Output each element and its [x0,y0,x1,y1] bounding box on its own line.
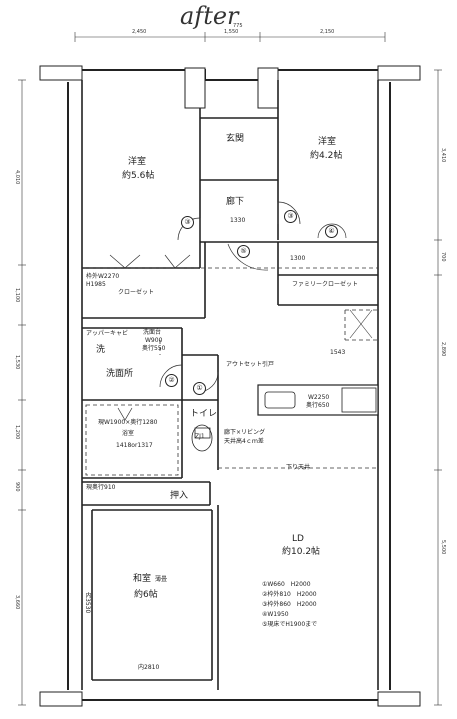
vanity-width: W900 [145,337,163,344]
dim-left-2: 1,100 [14,288,20,303]
legend-item: ①W660 H2000 [262,581,311,588]
dim-top-right: 2,150 [320,29,335,35]
door-legend: ①W660 H2000 ②枠外810 H2000 ③枠外860 H2000 ④W… [262,580,317,630]
kitchen-depth: 奥行650 [306,402,330,409]
ceiling-note-1: 廊下×リビング [224,429,266,436]
wash-label: 洗 [96,345,106,355]
door-number-4: ④ [325,225,338,238]
legend-item: ③枠外860 H2000 [262,601,317,608]
western-room-2-size: 約4.2帖 [310,151,343,161]
closet-dim-height: H1985 [86,281,106,288]
western-room-1-label: 洋室 [128,157,147,167]
hallway-label: 廊下 [226,197,245,207]
bath-label: 浴室 [122,430,135,437]
kitchen-dim: 1543 [330,349,346,356]
ld-size: 約10.2帖 [282,547,321,557]
dim-left-5: 900 [14,482,20,492]
japanese-room-label: 和室 [133,574,152,584]
door-number-5: ⑤ [237,245,250,258]
toilet-label: トイレ [190,409,218,419]
door-number-2: ② [165,374,178,387]
family-closet-label: ファミリークローゼット [292,281,359,288]
bath-code: 1418or1317 [116,442,153,449]
toilet-code: ZJ1 [195,433,205,440]
door-number-1: ① [193,382,206,395]
bath-dim: 現W1900×奥行1280 [98,419,158,426]
upper-cabinet-label: アッパーキャビ [86,330,129,337]
legend-item: ④W1950 [262,611,289,618]
lowered-ceiling-label: 下り天井 [286,464,311,471]
closet-dim-width: 枠外W2270 [86,273,120,280]
door-number-3a: ③ [181,216,194,229]
dim-left-1: 4,010 [14,170,20,185]
dim-right-3: 2,890 [440,342,446,357]
inner-3530-label: 内3530 [84,592,91,614]
depth-910-label: 現奥行910 [86,484,116,491]
dim-left-4: 1,200 [14,425,20,440]
vanity-label: 洗面台 [143,329,162,336]
kitchen-width: W2250 [308,394,330,401]
western-room-2-label: 洋室 [318,137,337,147]
inner-2810-label: 内2810 [138,664,160,671]
japanese-room-size: 約6帖 [134,590,158,600]
dim-top-center-top: 775 [233,23,243,29]
ceiling-note-2: 天井高4ｃｍ差 [224,438,264,445]
closet-label: クローゼット [118,289,155,296]
vanity-depth: 奥行550 [142,345,166,352]
ld-label: LD [292,534,304,544]
dim-top-left: 2,450 [132,29,147,35]
washroom-label: 洗面所 [106,369,134,379]
dim-right-1: 3,410 [440,148,446,163]
dim-left-6: 3,660 [14,595,20,610]
oshiire-label: 押入 [170,491,189,501]
dim-top-center: 1,550 [224,29,239,35]
hallway-dim: 1330 [230,217,246,224]
page-title: after [180,2,239,30]
legend-item: ②枠外810 H2000 [262,591,317,598]
dim-right-4: 5,500 [440,540,446,555]
western-room-1-size: 約5.6帖 [122,171,155,181]
entrance-label: 玄関 [226,134,245,144]
door-number-3b: ③ [284,210,297,223]
legend-item: ⑤現床でH1900まで [262,621,318,628]
tatami-note: 薄畳 [155,576,168,583]
dim-left-3: 1,530 [14,355,20,370]
family-closet-dim: 1300 [290,255,306,262]
outset-door-label: アウトセット引戸 [226,361,275,368]
dim-right-2: 700 [440,252,446,262]
